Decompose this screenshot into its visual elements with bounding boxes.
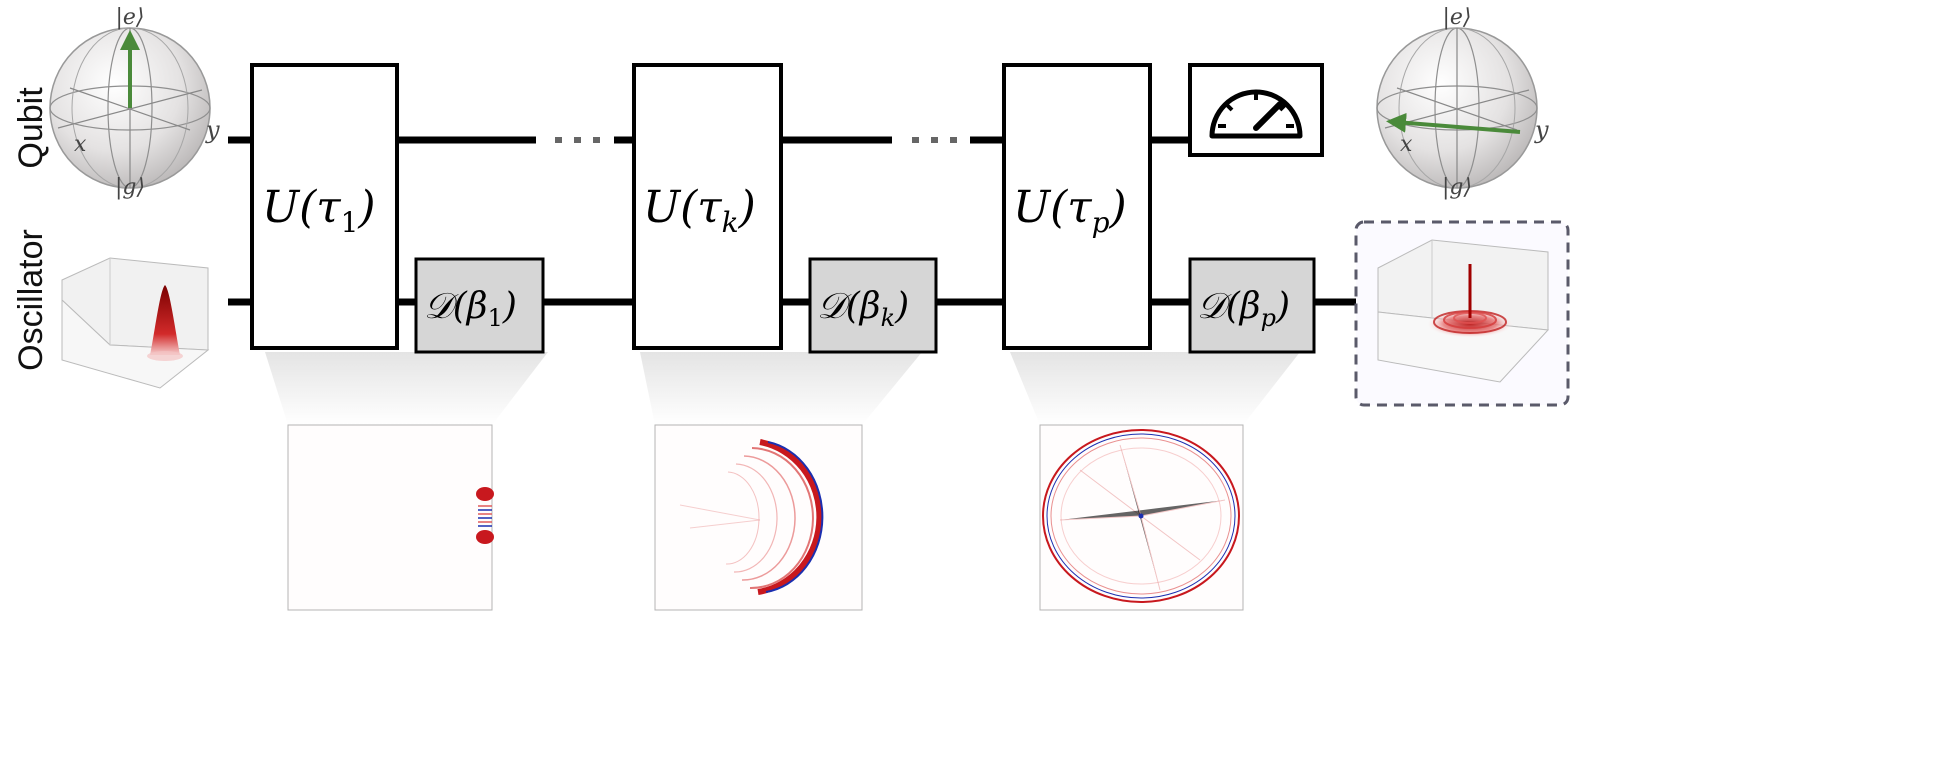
displacement-p-label: 𝒟(βp) bbox=[1197, 286, 1290, 332]
bloch-y-label: y bbox=[205, 116, 220, 144]
displacement-1-label: 𝒟(β1) bbox=[424, 286, 517, 332]
final-bloch-top-label: |e⟩ bbox=[1442, 5, 1471, 30]
displacement-gate-k: 𝒟(βk) bbox=[808, 257, 938, 354]
final-state-vector-arrow bbox=[1386, 112, 1521, 134]
initial-bloch-sphere: |e⟩ |g⟩ x y bbox=[49, 5, 220, 200]
final-bloch-y-label: y bbox=[1534, 116, 1549, 144]
final-bloch-x-label: x bbox=[1400, 132, 1413, 157]
final-bloch-bottom-label: |g⟩ bbox=[1442, 175, 1472, 200]
displacement-gate-1: 𝒟(β1) bbox=[414, 257, 545, 354]
displacement-gate-p: 𝒟(βp) bbox=[1188, 257, 1316, 354]
gate-1-label: U(τ1) bbox=[262, 182, 376, 239]
final-oscillator-plot bbox=[1354, 220, 1570, 407]
wigner-plot-p bbox=[1039, 424, 1244, 611]
initial-oscillator-plot bbox=[61, 257, 210, 389]
measurement-gauge-icon bbox=[1209, 89, 1303, 139]
gate-k-label: U(τk) bbox=[643, 182, 756, 239]
unitary-gate-p: U(τp) bbox=[1002, 63, 1152, 350]
oscillator-row-label: Oscillator bbox=[12, 229, 50, 371]
wigner-plot-1 bbox=[287, 424, 494, 611]
displacement-k-label: 𝒟(βk) bbox=[817, 286, 909, 332]
qubit-row-label: Qubit bbox=[12, 87, 50, 169]
gate-p-label: U(τp) bbox=[1013, 182, 1127, 239]
bloch-bottom-label: |g⟩ bbox=[115, 175, 145, 200]
unitary-gate-k: U(τk) bbox=[632, 63, 783, 350]
wigner-plot-k bbox=[654, 424, 863, 611]
zoom-funnels bbox=[265, 352, 1300, 425]
bloch-top-label: |e⟩ bbox=[115, 5, 144, 30]
measurement-box bbox=[1188, 63, 1324, 157]
bloch-x-label: x bbox=[74, 132, 87, 157]
unitary-gate-1: U(τ1) bbox=[250, 63, 399, 350]
final-bloch-sphere: |e⟩ |g⟩ x y bbox=[1376, 5, 1549, 200]
